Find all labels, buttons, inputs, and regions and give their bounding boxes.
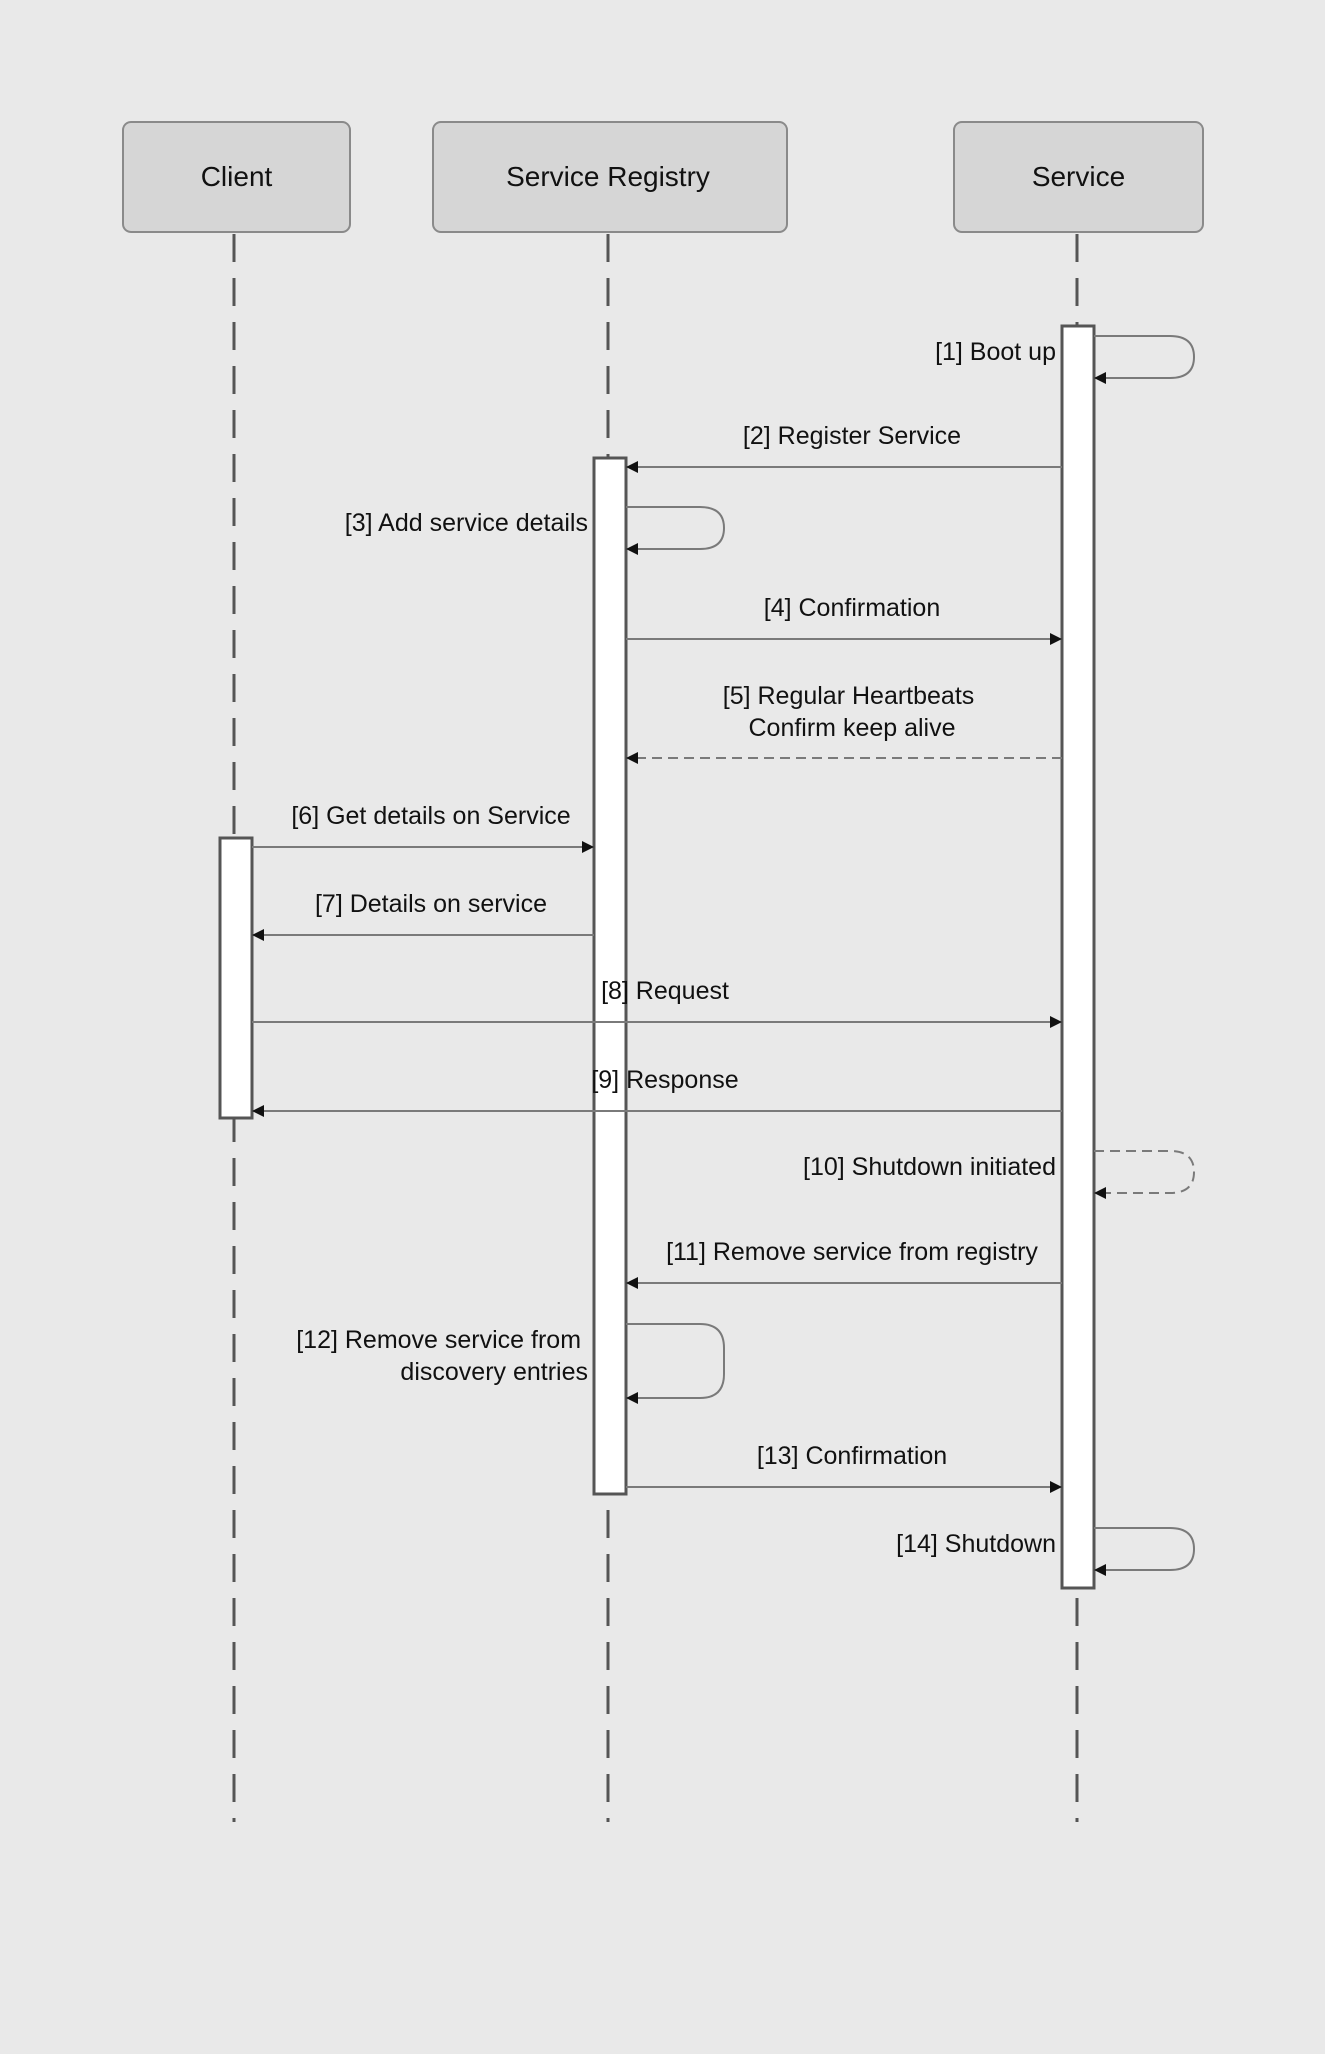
- participant-label-service-registry: Service Registry: [506, 161, 710, 192]
- activation-bar-client: [218, 836, 254, 1120]
- message-11-label: [11] Remove service from registry: [666, 1238, 1038, 1266]
- message-4-label: [4] Confirmation: [764, 594, 940, 622]
- message-3-label: [3] Add service details: [345, 509, 588, 537]
- message-12-label: [12] Remove service from discovery entri…: [296, 1326, 588, 1386]
- message-8-label: [8] Request: [601, 977, 729, 1005]
- participant-service-registry: Service Registry: [432, 121, 788, 233]
- message-3-arrow: [626, 506, 726, 555]
- message-6-label: [6] Get details on Service: [291, 802, 570, 830]
- message-14-arrow: [1094, 1527, 1196, 1576]
- activation-bar-service: [1060, 324, 1096, 1590]
- participant-client: Client: [122, 121, 351, 233]
- participant-label-service: Service: [1032, 161, 1125, 192]
- message-9-label: [9] Response: [591, 1066, 738, 1094]
- message-2-label: [2] Register Service: [743, 422, 961, 450]
- participant-service: Service: [953, 121, 1204, 233]
- message-13-label: [13] Confirmation: [757, 1442, 947, 1470]
- message-1-label: [1] Boot up: [935, 338, 1056, 366]
- message-10-arrow: [1094, 1150, 1196, 1199]
- message-10-label: [10] Shutdown initiated: [803, 1153, 1056, 1181]
- message-1-arrow: [1094, 335, 1196, 384]
- message-14-label: [14] Shutdown: [896, 1530, 1056, 1558]
- participant-label-client: Client: [201, 161, 273, 192]
- message-5-label: [5] Regular Heartbeats Confirm keep aliv…: [723, 682, 981, 742]
- message-12-arrow: [626, 1323, 725, 1404]
- message-7-label: [7] Details on service: [315, 890, 547, 918]
- activation-bar-service-registry: [592, 456, 628, 1496]
